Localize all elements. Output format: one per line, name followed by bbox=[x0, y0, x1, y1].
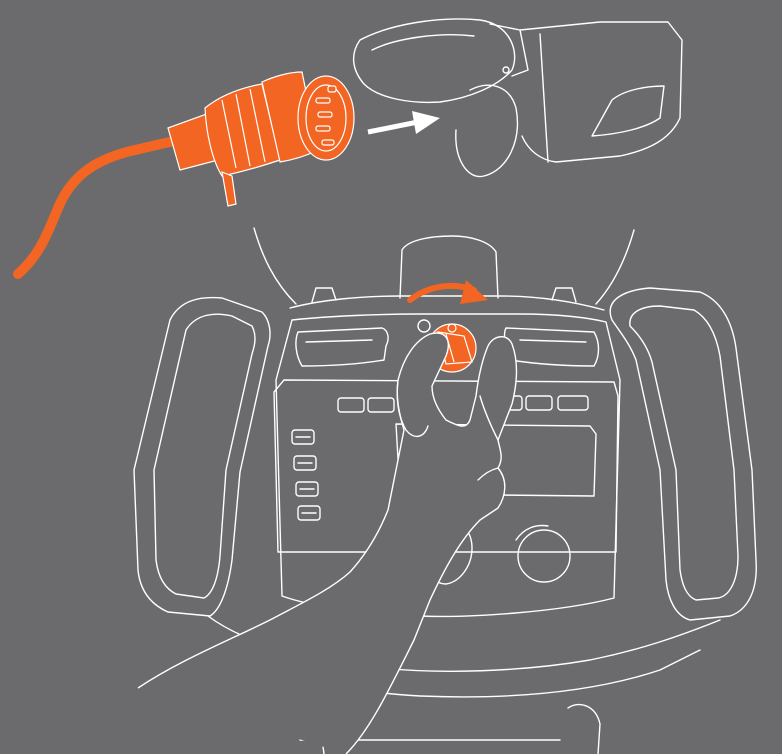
control-knob-right bbox=[516, 526, 570, 582]
hand-icon bbox=[138, 333, 517, 754]
insert-arrow-icon bbox=[368, 111, 440, 134]
power-cable-icon bbox=[18, 140, 178, 274]
rotate-clockwise-arrow-icon bbox=[410, 280, 488, 304]
indicator-light-icon bbox=[418, 320, 430, 332]
cee-plug-icon bbox=[168, 72, 354, 206]
socket-icon bbox=[354, 19, 682, 177]
